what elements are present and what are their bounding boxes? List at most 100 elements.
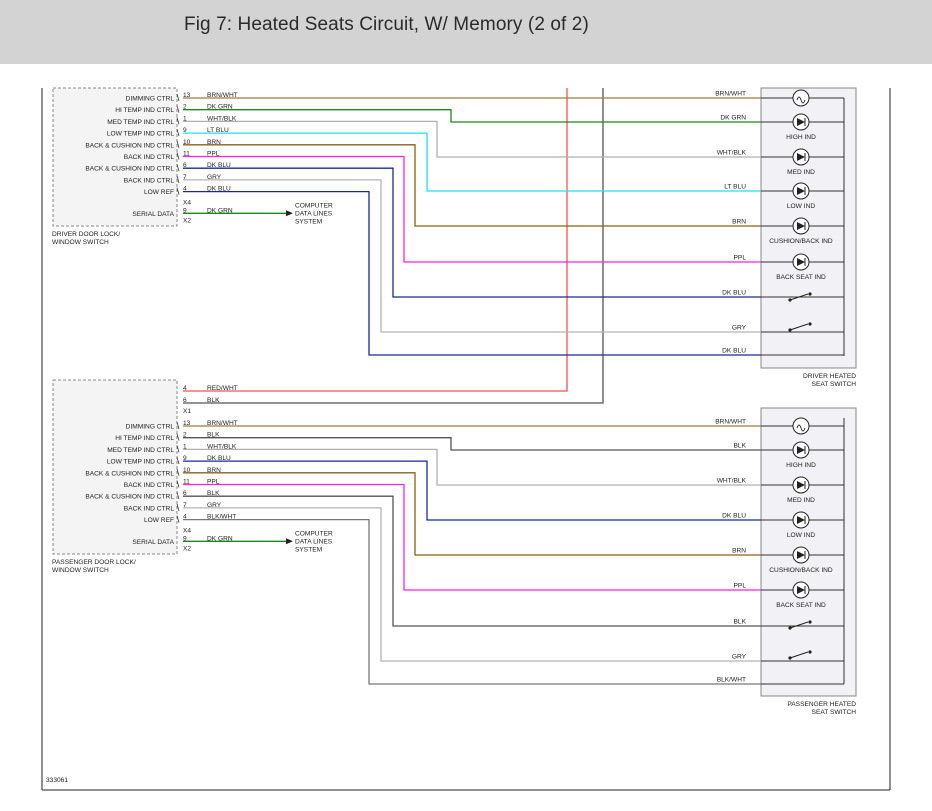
passenger-indicator-lamp-3: [792, 546, 810, 564]
passenger-power-wire-label: BLK: [207, 397, 220, 404]
passenger-seat-switch-contact-1: [788, 650, 812, 660]
driver-data-lines-label: SYSTEM: [295, 218, 322, 225]
passenger-indicator-lamp-0: [792, 441, 810, 459]
wire-red-white-bplus: [183, 88, 568, 392]
passenger-wire: [183, 495, 761, 627]
driver-pin-wire-label: BRN: [207, 139, 221, 146]
driver-pin-number: 13: [183, 92, 191, 99]
passenger-pin-wire-label: GRY: [207, 502, 222, 509]
passenger-wire: [183, 437, 761, 451]
driver-switch-wire-label: DK BLU: [722, 290, 746, 297]
passenger-indicator-lamp-2: [792, 511, 810, 529]
driver-module-label-2: WINDOW SWITCH: [52, 239, 109, 246]
passenger-power-pin: 6: [183, 397, 187, 404]
driver-connector-tick: [176, 128, 180, 137]
passenger-indicator-label: CUSHION/BACK IND: [769, 567, 833, 574]
wire-blk-ground: [183, 88, 604, 404]
driver-pin-name: BACK & CUSHION IND CTRL: [85, 142, 174, 149]
passenger-pin-number: 7: [183, 502, 187, 509]
driver-pin-name: BACK & CUSHION IND CTRL: [85, 166, 174, 173]
passenger-indicator-label: HIGH IND: [786, 462, 816, 469]
passenger-pin-number: 10: [183, 467, 191, 474]
passenger-pin-wire-label: BLK: [207, 432, 220, 439]
driver-switch-wire-label: DK BLU: [722, 348, 746, 355]
driver-pin-wire-label: PPL: [207, 151, 220, 158]
passenger-pin-name: LOW REF: [144, 517, 174, 524]
driver-switch-box: [760, 87, 857, 369]
passenger-pin-number: 4: [183, 514, 187, 521]
passenger-switch-wire-label: DK BLU: [722, 513, 746, 520]
passenger-serial-pin: 9: [183, 535, 187, 542]
passenger-wire: [183, 483, 761, 591]
passenger-data-arrow: [286, 538, 293, 545]
driver-connector-tick: [176, 152, 180, 160]
passenger-pin-number: 9: [183, 455, 187, 462]
driver-pin-number: 1: [183, 115, 187, 122]
passenger-pin-name: BACK & CUSHION IND CTRL: [85, 470, 174, 477]
passenger-data-lines-label: COMPUTER: [295, 530, 333, 537]
driver-wire: [183, 179, 761, 333]
driver-connector-x2: X2: [183, 217, 191, 224]
driver-wire: [183, 155, 761, 263]
passenger-indicator-lamp-4: [792, 581, 810, 599]
passenger-switch-wire-label: BRN/WHT: [715, 419, 746, 426]
driver-pin-wire-label: BRN/WHT: [207, 92, 238, 99]
passenger-connector-tick: [176, 445, 180, 453]
figure-number: 333061: [46, 777, 68, 784]
driver-connector-tick: [176, 164, 180, 172]
passenger-connector-tick: [176, 515, 180, 523]
driver-dimming-bulb: [792, 89, 810, 107]
driver-connector-tick: [176, 140, 180, 148]
driver-pin-number: 7: [183, 174, 187, 181]
passenger-serial-name: SERIAL DATA: [132, 539, 174, 546]
driver-pin-number: 6: [183, 162, 187, 169]
figure-title: Fig 7: Heated Seats Circuit, W/ Memory (…: [184, 14, 589, 35]
driver-connector-x4: X4: [183, 199, 191, 206]
passenger-pin-wire-label: BLK/WHT: [207, 514, 236, 521]
driver-pin-wire-label: DK BLU: [207, 162, 231, 169]
driver-serial-pin: 9: [183, 207, 187, 214]
passenger-module-box: [52, 379, 178, 555]
driver-wire: [183, 120, 761, 158]
driver-indicator-lamp-4: [792, 253, 810, 271]
passenger-switch-wire-label: PPL: [734, 583, 747, 590]
driver-pin-number: 2: [183, 104, 187, 111]
passenger-pin-name: MED TEMP IND CTRL: [107, 447, 174, 454]
passenger-pin-name: HI TEMP IND CTRL: [115, 435, 174, 442]
passenger-connector-x1: X1: [183, 408, 191, 415]
passenger-power-wire-label: RED/WHT: [207, 385, 238, 392]
passenger-pin-wire-label: WHT/BLK: [207, 443, 237, 450]
passenger-data-lines-label: DATA LINES: [295, 538, 333, 545]
driver-data-lines-label: COMPUTER: [295, 202, 333, 209]
passenger-switch-wire-label: WHT/BLK: [717, 478, 747, 485]
passenger-connector-tick: [176, 503, 180, 512]
passenger-switch-label-2: SEAT SWITCH: [812, 709, 857, 716]
passenger-indicator-label: LOW IND: [787, 532, 815, 539]
driver-indicator-label: MED IND: [787, 169, 815, 176]
driver-serial-name: SERIAL DATA: [132, 211, 174, 218]
driver-switch-label-2: SEAT SWITCH: [812, 381, 857, 388]
figure-header: Fig 7: Heated Seats Circuit, W/ Memory (…: [0, 0, 932, 64]
passenger-wire: [183, 460, 761, 521]
driver-pin-wire-label: GRY: [207, 174, 222, 181]
passenger-connector-tick: [176, 480, 180, 488]
passenger-pin-wire-label: BRN/WHT: [207, 420, 238, 427]
passenger-power-pin: 4: [183, 385, 187, 392]
driver-seat-switch-contact-1: [788, 322, 812, 332]
passenger-indicator-label: BACK SEAT IND: [776, 602, 826, 609]
passenger-pin-wire-label: DK BLU: [207, 455, 231, 462]
driver-connector-tick: [176, 93, 180, 102]
passenger-switch-wire-label: BLK/WHT: [717, 677, 746, 684]
driver-switch-wire-label: BRN: [732, 219, 746, 226]
driver-pin-wire-label: DK BLU: [207, 186, 231, 193]
driver-wire: [183, 132, 761, 192]
driver-pin-number: 4: [183, 186, 187, 193]
driver-indicator-lamp-0: [792, 113, 810, 131]
driver-pin-name: LOW TEMP IND CTRL: [107, 131, 175, 138]
passenger-connector-tick: [176, 468, 180, 476]
passenger-pin-number: 13: [183, 420, 191, 427]
passenger-pin-number: 1: [183, 443, 187, 450]
passenger-connector-tick: [176, 433, 180, 441]
passenger-switch-wire-label: BRN: [732, 548, 746, 555]
driver-switch-wire-label: WHT/BLK: [717, 150, 747, 157]
